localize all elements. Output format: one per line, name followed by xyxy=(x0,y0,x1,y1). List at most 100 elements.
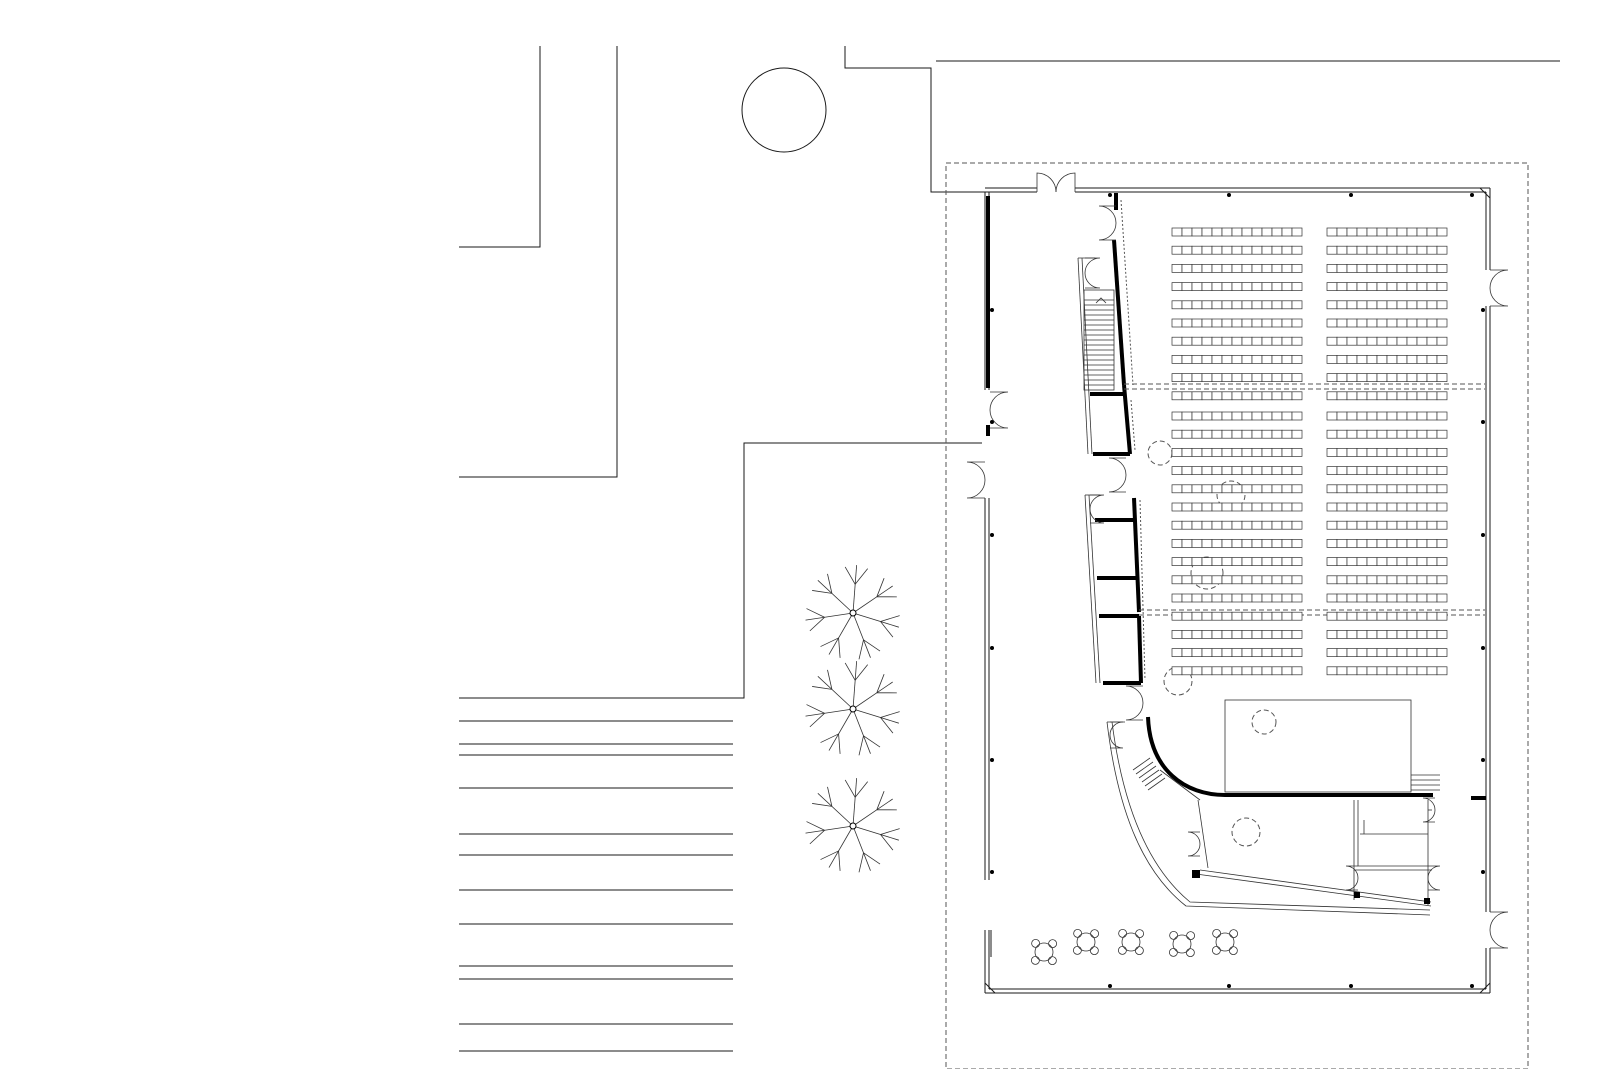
seat xyxy=(1171,502,1183,512)
seat xyxy=(1281,411,1293,421)
seat xyxy=(1181,429,1193,439)
seat xyxy=(1201,611,1213,621)
seat xyxy=(1386,502,1398,512)
seat xyxy=(1376,666,1388,676)
seat xyxy=(1436,539,1448,548)
seat xyxy=(1396,648,1408,657)
seat xyxy=(1251,502,1263,512)
seat xyxy=(1291,429,1303,439)
seat xyxy=(1376,502,1388,512)
outdoor-tables xyxy=(1030,928,1239,966)
seat xyxy=(1336,630,1348,639)
seat xyxy=(1291,300,1303,310)
seat xyxy=(1386,575,1398,585)
seat xyxy=(1366,557,1378,566)
seat xyxy=(1181,466,1193,475)
seat xyxy=(1181,336,1193,346)
seat xyxy=(1326,466,1338,475)
seat xyxy=(1181,520,1193,530)
seat xyxy=(1356,648,1368,657)
seat xyxy=(1221,466,1233,475)
seat xyxy=(1281,630,1293,639)
seat xyxy=(1356,575,1368,585)
seat xyxy=(1291,355,1303,364)
seat xyxy=(1241,484,1253,494)
seat xyxy=(1291,557,1303,566)
seat xyxy=(1251,318,1263,328)
seat xyxy=(1171,282,1183,291)
seat xyxy=(1346,666,1358,676)
seat xyxy=(1231,557,1243,566)
seat xyxy=(1426,336,1438,346)
seat xyxy=(1406,502,1418,512)
column xyxy=(990,420,994,424)
seat xyxy=(1436,557,1448,566)
seat xyxy=(1271,666,1283,676)
seat xyxy=(1211,575,1223,585)
seat xyxy=(1396,300,1408,310)
seat xyxy=(1336,611,1348,621)
seat xyxy=(1201,630,1213,639)
seat xyxy=(1376,520,1388,530)
seat xyxy=(1251,520,1263,530)
seat xyxy=(1346,355,1358,364)
seat xyxy=(1231,227,1243,237)
seat xyxy=(1436,245,1448,255)
seat xyxy=(1191,429,1203,439)
seat xyxy=(1251,264,1263,273)
seat xyxy=(1376,300,1388,310)
seat xyxy=(1241,520,1253,530)
seat xyxy=(1436,300,1448,310)
table-group xyxy=(1117,928,1145,956)
seat xyxy=(1416,630,1428,639)
seat xyxy=(1171,227,1183,237)
column xyxy=(990,870,994,874)
seat xyxy=(1211,355,1223,364)
seat xyxy=(1346,227,1358,237)
seat xyxy=(1281,227,1293,237)
seat xyxy=(1426,557,1438,566)
seat xyxy=(1221,227,1233,237)
seat xyxy=(1191,300,1203,310)
seat xyxy=(1181,300,1193,310)
seat xyxy=(1181,245,1193,255)
seat xyxy=(1426,539,1438,548)
seat xyxy=(1221,666,1233,676)
seat xyxy=(1406,648,1418,657)
seat xyxy=(1406,630,1418,639)
seat xyxy=(1241,264,1253,273)
seat xyxy=(1346,264,1358,273)
seat xyxy=(1396,411,1408,421)
seat xyxy=(1406,336,1418,346)
seat xyxy=(1201,520,1213,530)
dashed-circles xyxy=(1147,440,1277,847)
seat xyxy=(1261,336,1273,346)
seat xyxy=(1436,448,1448,457)
seat xyxy=(1231,539,1243,548)
seat xyxy=(1281,245,1293,255)
seat xyxy=(1181,630,1193,639)
seat xyxy=(1191,611,1203,621)
seat xyxy=(1416,557,1428,566)
seat xyxy=(1221,575,1233,585)
seat xyxy=(1251,355,1263,364)
seat xyxy=(1231,336,1243,346)
seat xyxy=(1336,391,1348,401)
seat xyxy=(1426,318,1438,328)
seat xyxy=(1251,611,1263,621)
seat xyxy=(1281,429,1293,439)
seat xyxy=(1221,300,1233,310)
seat xyxy=(1416,466,1428,475)
seat xyxy=(1281,282,1293,291)
seat xyxy=(1346,557,1358,566)
seat xyxy=(1241,336,1253,346)
seat xyxy=(1436,648,1448,657)
seat xyxy=(1171,264,1183,273)
seat xyxy=(1406,466,1418,475)
seat xyxy=(1436,484,1448,494)
seat xyxy=(1181,355,1193,364)
seat xyxy=(1281,557,1293,566)
seat xyxy=(1211,245,1223,255)
seat xyxy=(1261,520,1273,530)
seat xyxy=(1221,373,1233,382)
